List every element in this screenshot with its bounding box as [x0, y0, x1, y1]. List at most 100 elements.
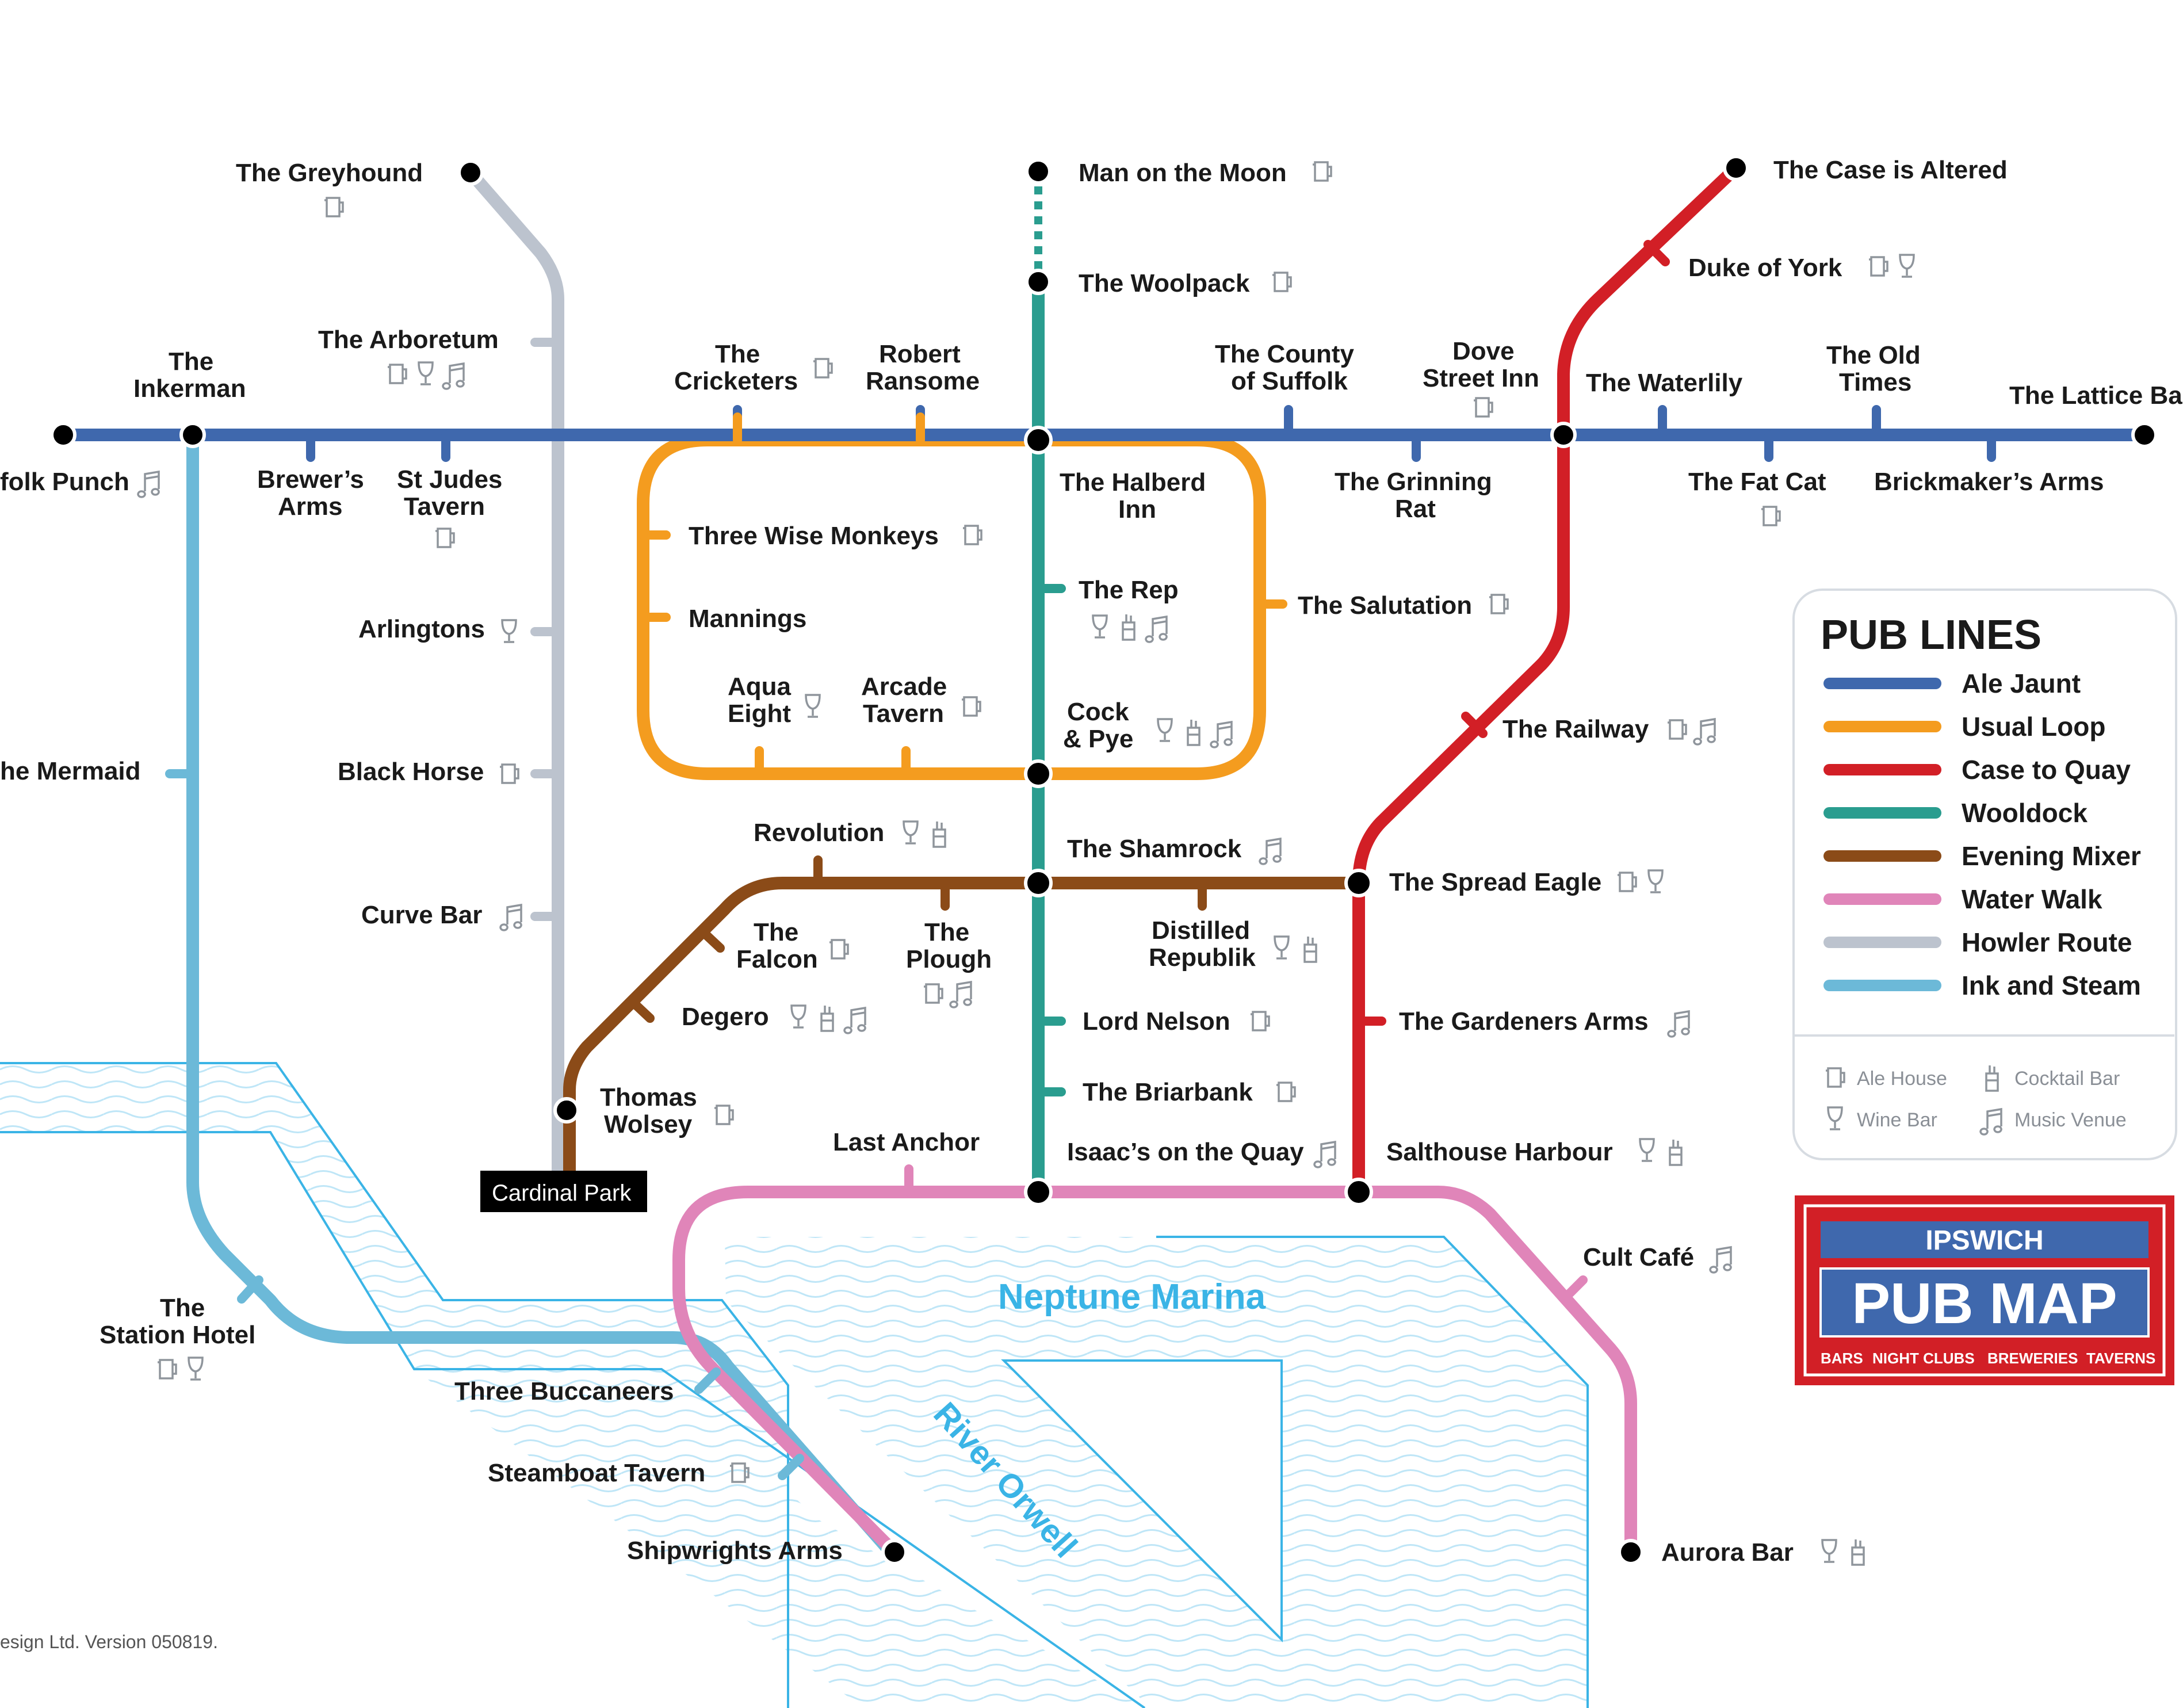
- station-dot-lattice[interactable]: [2131, 422, 2158, 448]
- station-dot-greyhound[interactable]: [457, 159, 484, 186]
- label-arlingtons[interactable]: Arlingtons: [358, 615, 485, 643]
- label-brickmakers[interactable]: Brickmaker’s Arms: [1874, 468, 2104, 496]
- label-waterlily[interactable]: The Waterlily: [1586, 369, 1743, 397]
- label-station-hotel-2[interactable]: Station Hotel: [100, 1321, 255, 1349]
- label-the-rep[interactable]: The Rep: [1079, 576, 1179, 604]
- label-brewers-1[interactable]: Brewer’s: [257, 465, 364, 494]
- label-halberd-1[interactable]: The Halberd: [1060, 468, 1206, 496]
- label-cock-2[interactable]: & Pye: [1063, 725, 1133, 753]
- label-salthouse[interactable]: Salthouse Harbour: [1386, 1138, 1613, 1166]
- station-dot-halberd-junction[interactable]: [1024, 426, 1053, 454]
- label-robert-2[interactable]: Ransome: [866, 367, 980, 395]
- label-oldtimes-1[interactable]: The Old: [1826, 341, 1921, 369]
- label-county-2[interactable]: of Suffolk: [1231, 367, 1348, 395]
- label-greyhound[interactable]: The Greyhound: [236, 159, 423, 187]
- station-dot-cock-pye-junction[interactable]: [1024, 759, 1053, 788]
- label-cricketers-1[interactable]: The: [715, 340, 760, 368]
- label-steamboat[interactable]: Steamboat Tavern: [488, 1459, 705, 1487]
- station-dot-case-altered[interactable]: [1723, 155, 1749, 181]
- label-wolsey-1[interactable]: Thomas: [600, 1083, 697, 1111]
- station-dot-shipwrights[interactable]: [881, 1539, 908, 1565]
- label-stjudes-1[interactable]: St Judes: [397, 465, 502, 494]
- music-venue-icon: [1313, 1141, 1336, 1168]
- label-station-hotel-1[interactable]: The: [160, 1294, 205, 1322]
- ale-house-icon: [1488, 594, 1509, 614]
- station-dot-aurora[interactable]: [1618, 1539, 1644, 1565]
- station-dot-inkerman[interactable]: [179, 422, 206, 448]
- water-bodies: Neptune Marina River Orwell: [0, 1062, 1589, 1708]
- line-howler-route: [464, 166, 564, 1186]
- label-railway[interactable]: The Railway: [1503, 715, 1649, 743]
- label-lord-nelson[interactable]: Lord Nelson: [1083, 1007, 1230, 1036]
- label-aqua-2[interactable]: Eight: [728, 700, 791, 728]
- label-cricketers-2[interactable]: Cricketers: [674, 367, 798, 395]
- label-cock-1[interactable]: Cock: [1067, 698, 1129, 726]
- label-three-wise[interactable]: Three Wise Monkeys: [689, 522, 939, 550]
- label-isaacs[interactable]: Isaac’s on the Quay: [1067, 1138, 1304, 1166]
- label-distilled-2[interactable]: Republik: [1149, 943, 1256, 972]
- label-lattice[interactable]: The Lattice Ba: [2009, 381, 2182, 410]
- label-arcade-1[interactable]: Arcade: [861, 672, 947, 701]
- station-dot-woolpack[interactable]: [1025, 269, 1052, 295]
- label-aurora[interactable]: Aurora Bar: [1661, 1538, 1794, 1566]
- label-buccaneers[interactable]: Three Buccaneers: [454, 1377, 674, 1405]
- label-degero[interactable]: Degero: [682, 1003, 769, 1031]
- label-aqua-1[interactable]: Aqua: [728, 672, 792, 701]
- label-shipwrights[interactable]: Shipwrights Arms: [627, 1537, 843, 1565]
- ale-house-icon: [1312, 161, 1332, 182]
- label-distilled-1[interactable]: Distilled: [1152, 916, 1250, 945]
- label-grinning-2[interactable]: Rat: [1395, 495, 1436, 523]
- station-dot-man-on-moon[interactable]: [1025, 158, 1052, 185]
- label-arcade-2[interactable]: Tavern: [863, 700, 944, 728]
- label-grinning-1[interactable]: The Grinning: [1335, 468, 1492, 496]
- station-dot-shamrock-junction[interactable]: [1024, 869, 1053, 897]
- label-salutation[interactable]: The Salutation: [1298, 591, 1472, 620]
- label-brewers-2[interactable]: Arms: [278, 492, 343, 521]
- station-dot-ale-west[interactable]: [50, 422, 77, 448]
- label-robert-1[interactable]: Robert: [879, 340, 961, 368]
- label-mermaid[interactable]: he Mermaid: [0, 757, 141, 785]
- wine-bar-icon: [790, 1004, 806, 1029]
- label-man-on-moon[interactable]: Man on the Moon: [1079, 159, 1287, 187]
- label-inkerman-2[interactable]: Inkerman: [133, 375, 246, 403]
- label-briarbank[interactable]: The Briarbank: [1083, 1078, 1253, 1106]
- label-county-1[interactable]: The County: [1215, 340, 1355, 368]
- label-falcon-2[interactable]: Falcon: [736, 945, 818, 973]
- label-stjudes-2[interactable]: Tavern: [404, 492, 485, 521]
- ale-house-icon: [1868, 256, 1888, 277]
- label-wolsey-2[interactable]: Wolsey: [604, 1110, 693, 1138]
- label-black-horse[interactable]: Black Horse: [338, 758, 484, 786]
- label-plough-2[interactable]: Plough: [906, 945, 992, 973]
- label-case-altered[interactable]: The Case is Altered: [1773, 156, 2008, 184]
- label-halberd-2[interactable]: Inn: [1118, 495, 1156, 524]
- station-dot-thomas-wolsey[interactable]: [553, 1097, 580, 1124]
- label-shamrock[interactable]: The Shamrock: [1067, 835, 1242, 863]
- label-dove-2[interactable]: Street Inn: [1423, 364, 1539, 392]
- station-dot-waterlily-junction[interactable]: [1550, 422, 1577, 448]
- label-curve-bar[interactable]: Curve Bar: [361, 901, 482, 929]
- label-revolution[interactable]: Revolution: [754, 819, 884, 847]
- label-cult-cafe[interactable]: Cult Café: [1583, 1243, 1694, 1271]
- station-dot-isaacs-junction[interactable]: [1024, 1178, 1053, 1206]
- label-folk-punch[interactable]: folk Punch: [0, 468, 129, 496]
- label-cardinal-park[interactable]: Cardinal Park: [492, 1180, 632, 1206]
- label-plough-1[interactable]: The: [924, 918, 969, 946]
- station-dot-spread-eagle[interactable]: [1344, 869, 1373, 897]
- label-inkerman-1[interactable]: The: [169, 347, 213, 376]
- ale-house-icon: [434, 528, 455, 548]
- wine-bar-icon: [1899, 254, 1915, 278]
- cardinal-park-badge[interactable]: [480, 1171, 647, 1212]
- label-arboretum[interactable]: The Arboretum: [318, 326, 499, 354]
- label-last-anchor[interactable]: Last Anchor: [833, 1128, 980, 1156]
- label-woolpack[interactable]: The Woolpack: [1079, 269, 1250, 297]
- label-fatcat[interactable]: The Fat Cat: [1688, 468, 1826, 496]
- label-mannings[interactable]: Mannings: [689, 605, 806, 633]
- label-falcon-1[interactable]: The: [754, 918, 798, 946]
- station-dot-salthouse-junction[interactable]: [1344, 1178, 1373, 1206]
- cocktail-bar-icon: [1303, 935, 1317, 963]
- label-duke-york[interactable]: Duke of York: [1688, 254, 1842, 282]
- label-oldtimes-2[interactable]: Times: [1839, 368, 1911, 396]
- label-dove-1[interactable]: Dove: [1452, 337, 1515, 365]
- label-gardeners[interactable]: The Gardeners Arms: [1399, 1007, 1649, 1036]
- label-spread-eagle[interactable]: The Spread Eagle: [1389, 868, 1601, 896]
